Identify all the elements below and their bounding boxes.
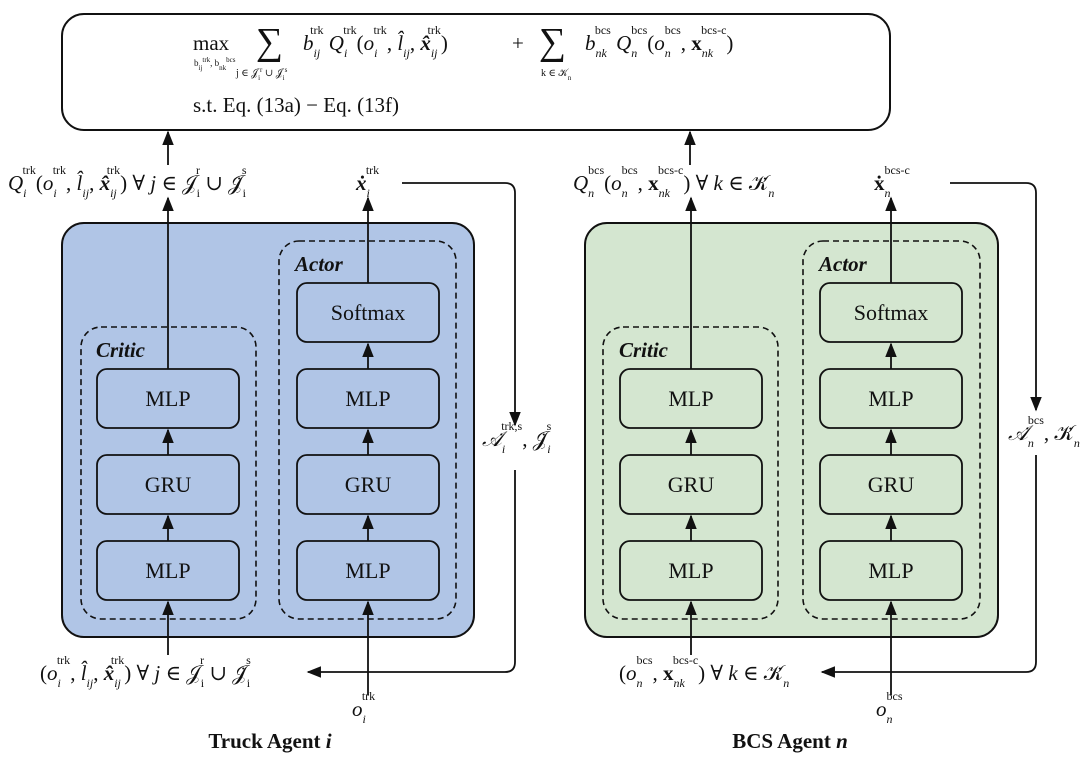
truck-actor-mlp-bottom-label: MLP: [345, 558, 390, 583]
objective-plus: +: [512, 31, 524, 55]
bcs-critic-mlp-top-label: MLP: [668, 386, 713, 411]
objective-term1: bijtrk Qitrk(oitrk, l̂ij, x̂ijtrk): [303, 23, 448, 60]
bcs-agent: Critic Actor MLP GRU MLP Softmax MLP GRU…: [573, 163, 1080, 753]
truck-critic-group: [80, 326, 257, 620]
truck-agent: Critic Actor MLP GRU MLP Softmax MLP GRU…: [8, 163, 552, 753]
bcs-critic-input: (onbcs, xnkbcs-c) ∀ k ∈ 𝒦̇n: [619, 653, 789, 690]
bcs-critic-output: Qnbcs(onbcs, xnkbcs-c) ∀ k ∈ 𝒦̇n: [573, 163, 774, 200]
bcs-actor-gru-label: GRU: [868, 472, 915, 497]
objective-max: max: [193, 31, 230, 55]
bcs-actor-mlp-bottom-label: MLP: [868, 558, 913, 583]
bcs-side-label: 𝒜̇nbcs, 𝒦̇n: [1008, 413, 1080, 450]
bcs-agent-title: BCS Agent n: [732, 729, 848, 753]
svg-text:∑: ∑: [539, 21, 566, 63]
bcs-actor-output: ẋnbcs-c: [874, 163, 910, 200]
bcs-actor-label: Actor: [817, 252, 868, 276]
bcs-actor-softmax-label: Softmax: [854, 300, 929, 325]
objective-constraint: s.t. Eq. (13a) − Eq. (13f): [193, 93, 399, 117]
truck-critic-mlp-bottom-label: MLP: [145, 558, 190, 583]
objective-term2: bnkbcs Qnbcs(onbcs, xnkbcs-c): [585, 23, 733, 60]
bcs-actor-mlp-top-label: MLP: [868, 386, 913, 411]
bcs-critic-mlp-bottom-label: MLP: [668, 558, 713, 583]
bcs-critic-label: Critic: [619, 338, 669, 362]
svg-text:∑: ∑: [256, 21, 283, 63]
truck-actor-gru-label: GRU: [345, 472, 392, 497]
truck-actor-label: Actor: [293, 252, 344, 276]
truck-side-label: 𝒜̇itrk,s, 𝒥̇is: [482, 419, 552, 456]
truck-critic-gru-label: GRU: [145, 472, 192, 497]
truck-actor-output: ẋitrk: [355, 163, 379, 200]
truck-critic-label: Critic: [96, 338, 146, 362]
bcs-actor-input: onbcs: [876, 689, 903, 726]
truck-critic-output: Qitrk(oitrk, l̂ij, x̂ijtrk) ∀ j ∈ 𝒥ir ∪ …: [8, 163, 247, 200]
svg-text:k ∈ 𝒦̇n: k ∈ 𝒦̇n: [541, 68, 572, 82]
bcs-critic-gru-label: GRU: [668, 472, 715, 497]
objective-box: max bijtrk, bnkbcs ∑ j ∈ 𝒥ir ∪ 𝒥̇is bijt…: [61, 13, 891, 131]
truck-actor-input: oitrk: [352, 689, 375, 726]
truck-actor-mlp-top-label: MLP: [345, 386, 390, 411]
truck-critic-input: (oitrk, l̂ij, x̂ijtrk) ∀ j ∈ 𝒥ir ∪ 𝒥̇is: [40, 653, 251, 690]
truck-actor-softmax-label: Softmax: [331, 300, 406, 325]
bcs-critic-group: [602, 326, 779, 620]
truck-critic-mlp-top-label: MLP: [145, 386, 190, 411]
truck-agent-title: Truck Agent i: [208, 729, 331, 753]
